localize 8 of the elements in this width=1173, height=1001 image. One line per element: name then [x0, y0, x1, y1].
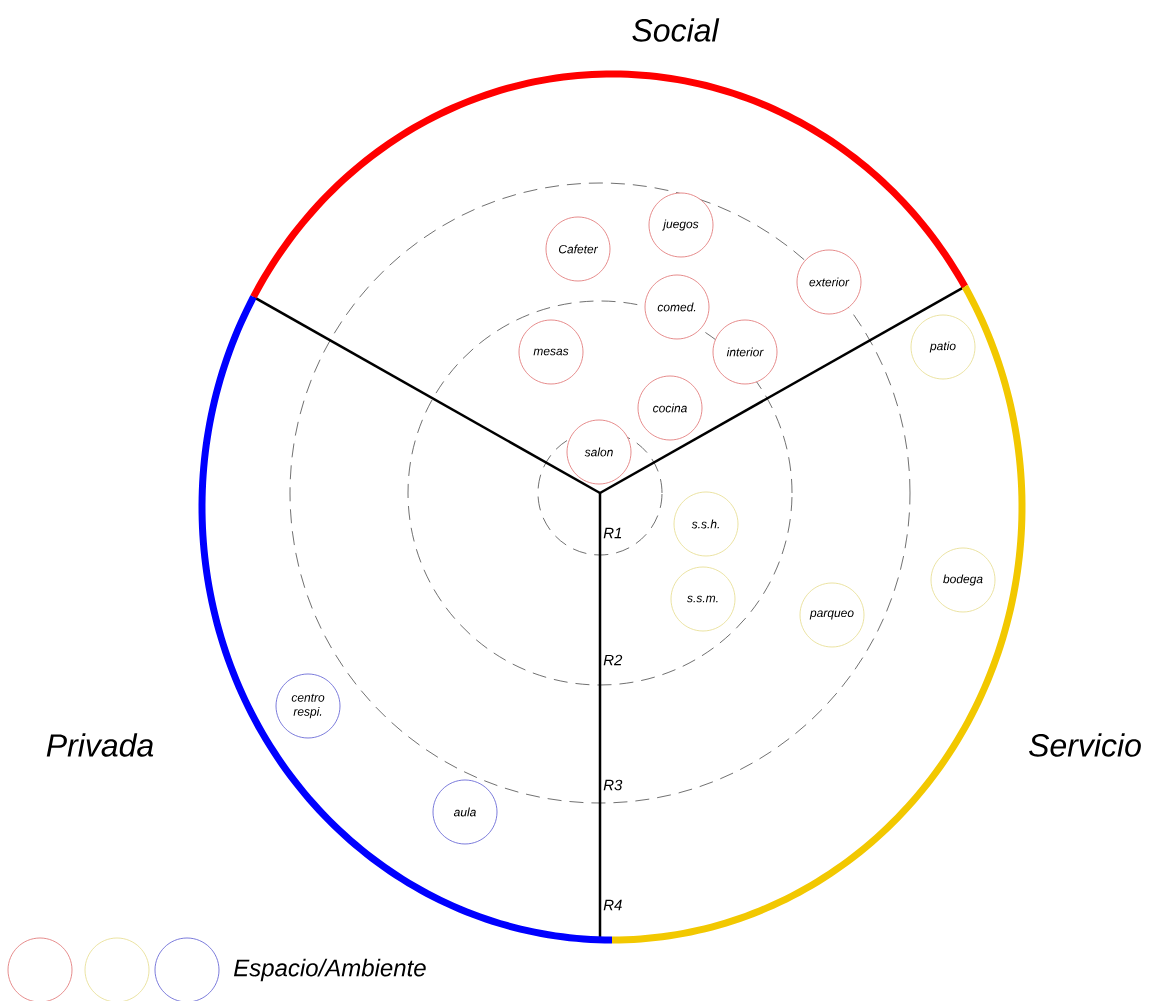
- sector-label: Servicio: [1029, 733, 1141, 757]
- sector-label: Social: [632, 18, 720, 42]
- legend-text: Espacio/Ambiente: [233, 958, 426, 982]
- ring-label: R1: [603, 527, 622, 539]
- ring-label: R4: [603, 899, 622, 911]
- sector-label: Privada: [46, 733, 154, 757]
- ring-label: R3: [603, 779, 623, 791]
- ring-label: R2: [603, 654, 623, 666]
